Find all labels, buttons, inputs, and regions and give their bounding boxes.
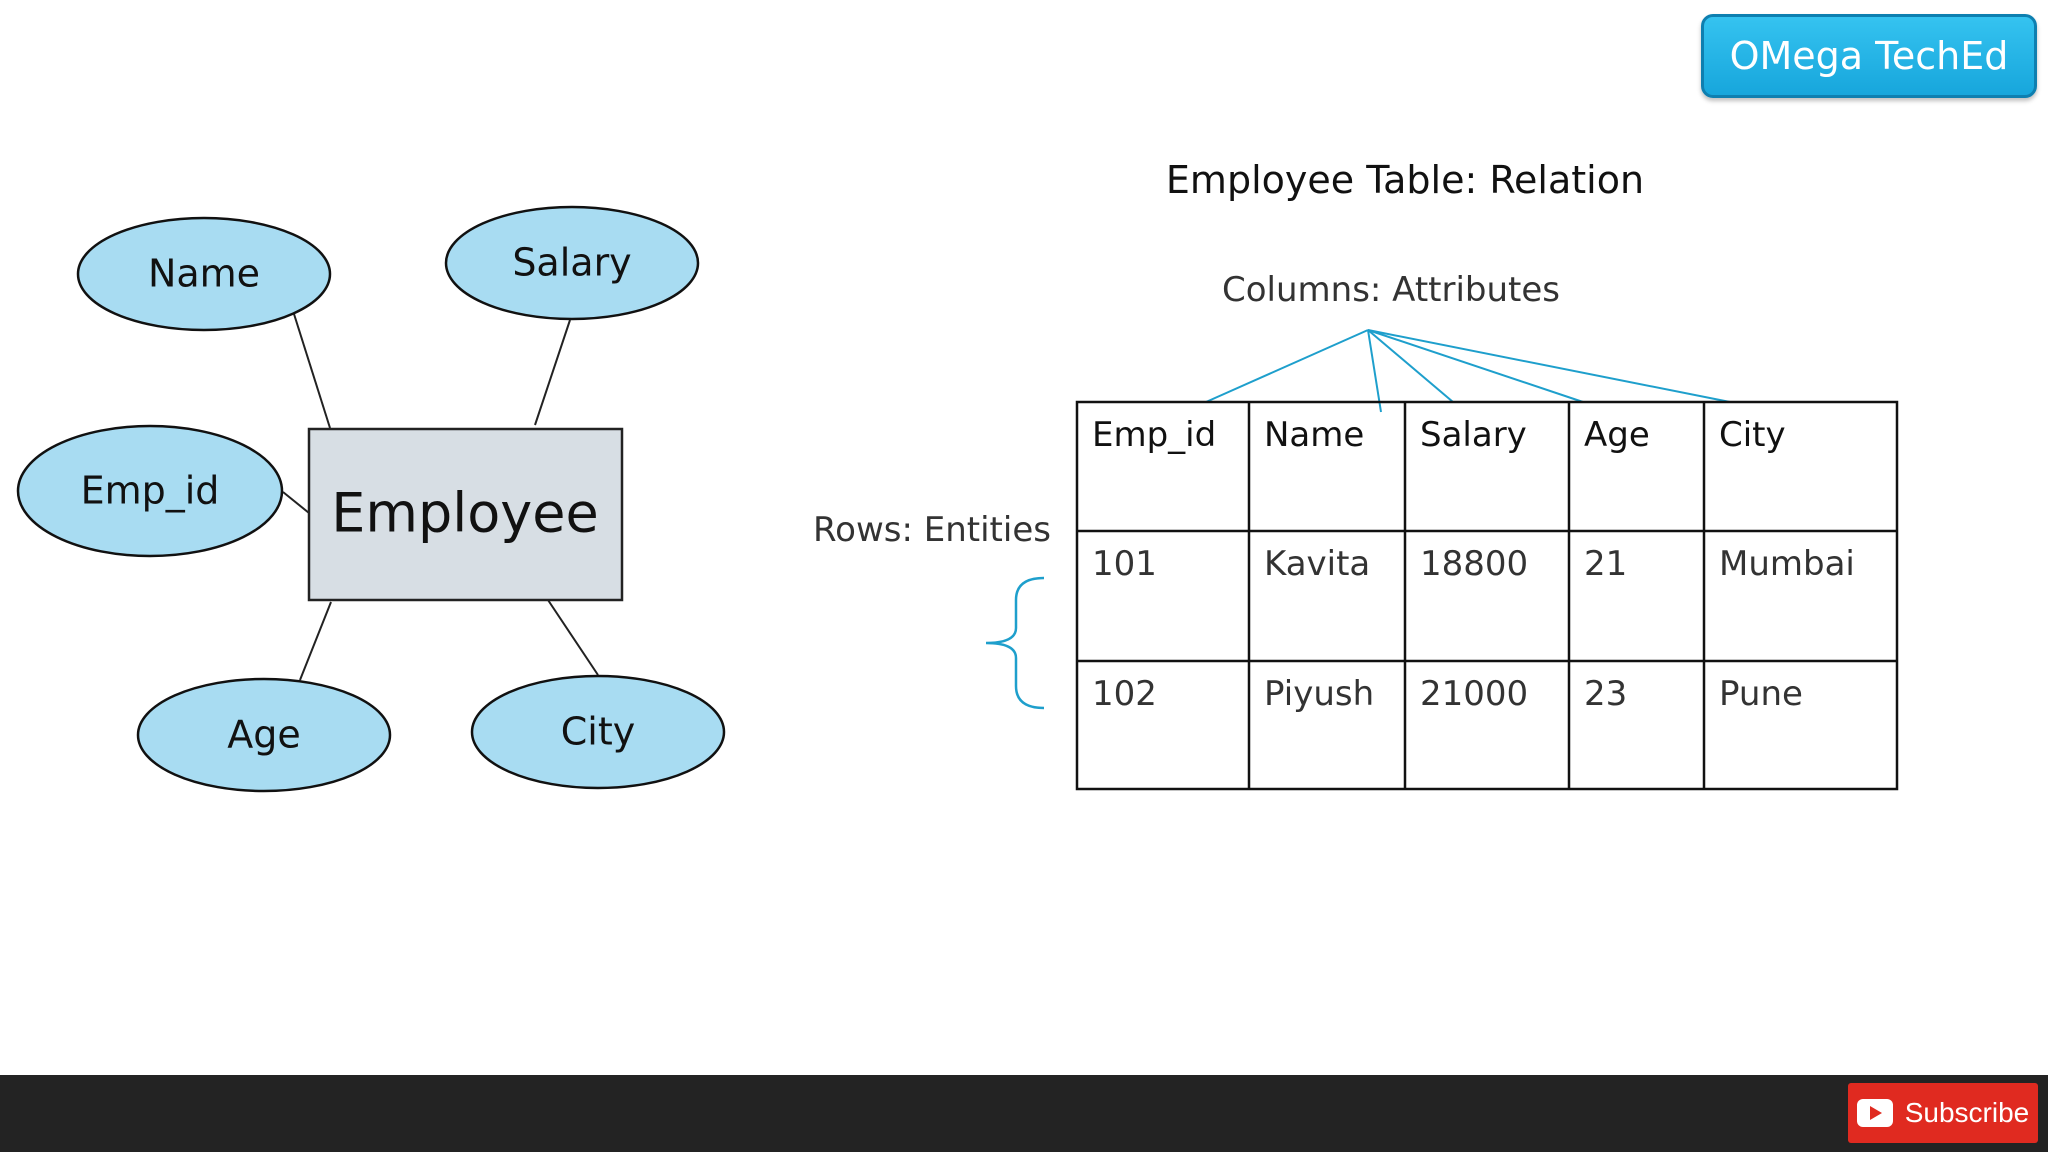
table-cell: 23	[1584, 674, 1627, 714]
table-cell: Kavita	[1264, 544, 1370, 584]
header-cell: Salary	[1420, 415, 1527, 455]
table-cell: 21000	[1420, 674, 1528, 714]
relation-table	[1075, 400, 1899, 791]
table-cell: 21	[1584, 544, 1627, 584]
entity-label: Employee	[331, 482, 598, 545]
table-row: 102 Piyush 21000 23 Pune	[1092, 674, 1803, 714]
youtube-play-icon	[1856, 1099, 1893, 1127]
columns-pointer-lines	[1205, 329, 1731, 413]
attribute-salary: Salary	[444, 205, 700, 321]
attribute-label: Emp_id	[81, 469, 220, 513]
attribute-label: City	[561, 710, 635, 754]
brand-badge: OMega TechEd	[1701, 14, 2037, 98]
header-cell: Age	[1584, 415, 1650, 455]
attribute-label: Name	[148, 252, 260, 296]
subscribe-button[interactable]: Subscribe	[1848, 1083, 2038, 1143]
brand-label: OMega TechEd	[1729, 34, 2009, 78]
entity-employee: Employee	[307, 427, 624, 602]
relation-title: Employee Table: Relation	[1166, 158, 1644, 202]
rows-brace	[985, 576, 1045, 710]
table-cell: Piyush	[1264, 674, 1374, 714]
salary-connector	[534, 319, 571, 426]
attribute-emp-id: Emp_id	[16, 424, 284, 558]
header-cell: City	[1719, 415, 1786, 455]
table-row: 101 Kavita 18800 21 Mumbai	[1092, 544, 1855, 584]
table-cell: Mumbai	[1719, 544, 1855, 584]
table-header-row: Emp_id Name Salary Age City	[1092, 415, 1786, 455]
subscribe-label: Subscribe	[1904, 1097, 2030, 1128]
name-connector	[293, 313, 331, 429]
emp-id-connector	[282, 491, 310, 514]
columns-label: Columns: Attributes	[1222, 270, 1560, 310]
header-cell: Emp_id	[1092, 415, 1216, 455]
table-cell: 101	[1092, 544, 1157, 584]
header-cell: Name	[1264, 415, 1364, 455]
attribute-name: Name	[76, 216, 332, 332]
attribute-city: City	[470, 674, 726, 790]
attribute-age: Age	[136, 677, 392, 793]
attribute-label: Salary	[512, 241, 631, 285]
bottom-bar	[0, 1075, 2048, 1152]
attribute-label: Age	[227, 713, 301, 757]
table-cell: Pune	[1719, 674, 1803, 714]
table-cell: 102	[1092, 674, 1157, 714]
table-cell: 18800	[1420, 544, 1528, 584]
city-connector	[547, 599, 599, 676]
age-connector	[299, 601, 332, 681]
rows-label: Rows: Entities	[813, 510, 1051, 550]
